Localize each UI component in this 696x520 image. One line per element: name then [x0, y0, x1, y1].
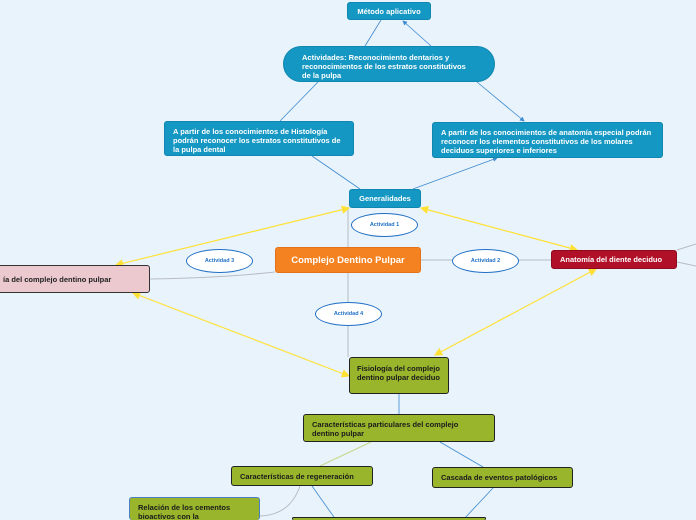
node-metodo-aplicativo[interactable]: Método aplicativo — [347, 2, 431, 20]
node-anatomia-especial[interactable]: A partir de los conocimientos de anatomí… — [432, 122, 663, 158]
oval-actividad-1[interactable]: Actividad 1 — [351, 213, 418, 237]
link-histologia-generalidades — [311, 155, 361, 190]
link-actividades-histologia — [279, 81, 319, 122]
node-anatomia-diente-deciduo[interactable]: Anatomía del diente deciduo — [551, 250, 677, 269]
link-caracteristicas-cascada — [439, 441, 484, 468]
node-complejo-dentino-pulpar[interactable]: Complejo Dentino Pulpar — [275, 247, 421, 273]
node-caracteristicas-particulares[interactable]: Características particulares del complej… — [303, 414, 495, 442]
link-anatomia-right — [676, 243, 696, 251]
node-caracteristicas-regeneracion[interactable]: Características de regeneración — [231, 466, 373, 486]
link-regeneracion-down — [311, 485, 337, 520]
node-histologia-complejo[interactable]: ía del complejo dentino pulpar — [0, 265, 150, 293]
link-cascada-down — [462, 487, 494, 520]
arrow-fisiologia-anatomia — [433, 268, 598, 356]
link-actividades-anatomia — [476, 81, 525, 122]
node-generalidades[interactable]: Generalidades — [349, 189, 421, 208]
link-anatomia-generalidades — [412, 157, 498, 190]
link-anatomia-right-2 — [676, 261, 696, 267]
link-regeneracion-relacion — [259, 485, 301, 517]
arrow-fisiologia-histologia — [131, 291, 351, 378]
link-actividades-metodo-arrow — [402, 20, 432, 47]
node-bottom-partial[interactable] — [292, 517, 486, 520]
node-relacion-cementos[interactable]: Relación de los cementos bioactivos con … — [129, 497, 260, 520]
node-fisiologia[interactable]: Fisiología del complejo dentino pulpar d… — [349, 357, 449, 394]
arrow-generalidades-anatomia — [419, 205, 579, 253]
node-cascada-eventos[interactable]: Cascada de eventos patológicos — [432, 467, 573, 488]
arrow-generalidades-histologia — [114, 205, 351, 268]
link-caracteristicas-regeneracion — [319, 441, 372, 467]
node-histologia-conocimientos[interactable]: A partir de los conocimientos de Histolo… — [164, 121, 354, 156]
oval-actividad-2[interactable]: Actividad 2 — [452, 249, 519, 273]
link-complejo-histologia — [149, 271, 276, 280]
link-actividades-metodo — [364, 19, 382, 47]
node-actividades[interactable]: Actividades: Reconocimiento dentarios y … — [283, 46, 495, 82]
oval-actividad-4[interactable]: Actividad 4 — [315, 302, 382, 326]
oval-actividad-3[interactable]: Actividad 3 — [186, 249, 253, 273]
